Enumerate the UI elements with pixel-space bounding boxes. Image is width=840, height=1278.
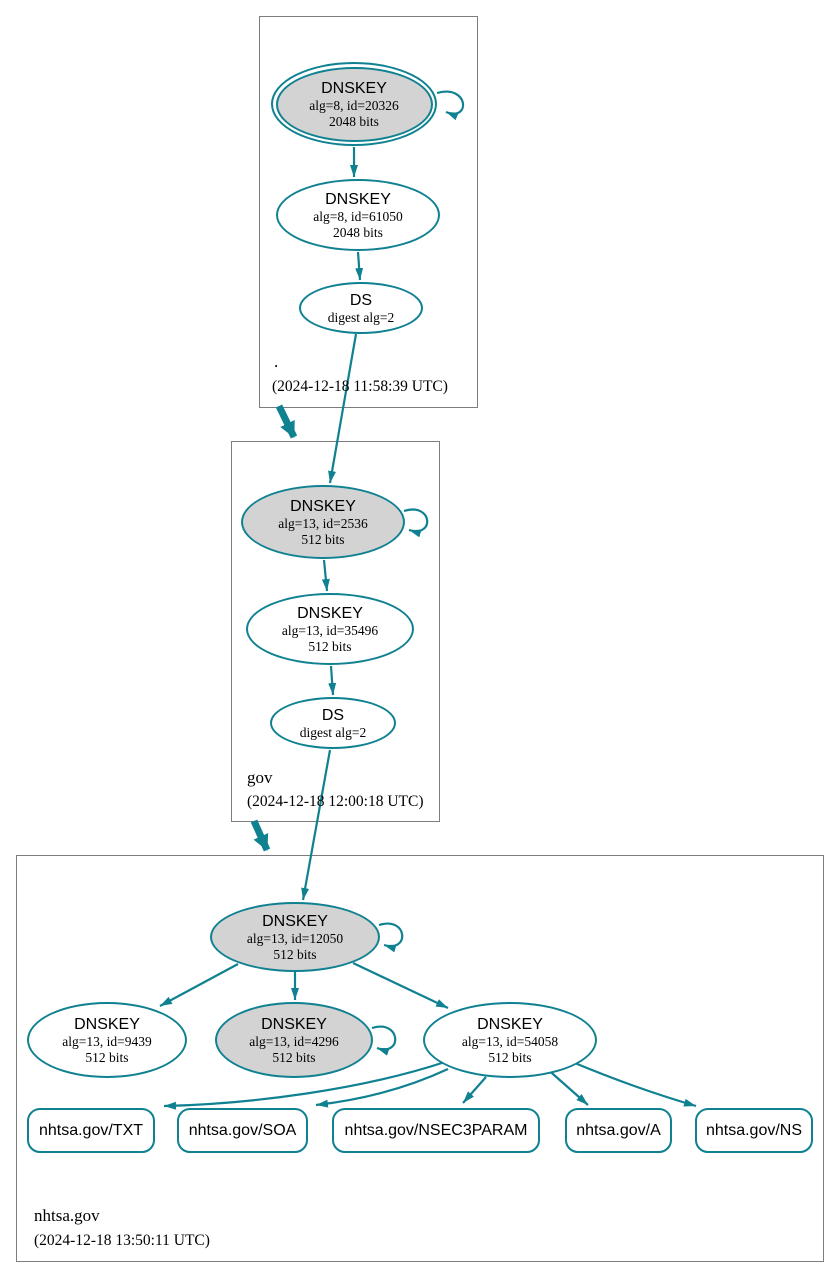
dnskey-54058-node: DNSKEY alg=13, id=54058 512 bits	[423, 1002, 597, 1078]
dnskey-bits: 512 bits	[488, 1049, 532, 1065]
rrset-nhtsa-txt: nhtsa.gov/TXT	[27, 1108, 155, 1153]
rrset-label: nhtsa.gov/NS	[705, 1121, 803, 1139]
rrset-label: nhtsa.gov/SOA	[188, 1121, 297, 1139]
dnskey-bits: 512 bits	[272, 1049, 316, 1065]
dnskey-9439-node: DNSKEY alg=13, id=9439 512 bits	[27, 1002, 187, 1078]
dnskey-title: DNSKEY	[297, 604, 363, 622]
edge-root-to-gov-delegation	[275, 404, 298, 439]
dnskey-bits: 512 bits	[85, 1049, 129, 1065]
dnskey-alg-id: alg=8, id=61050	[313, 208, 403, 224]
dnskey-title: DNSKEY	[325, 190, 391, 208]
zone-timestamp-nhtsa: (2024-12-18 13:50:11 UTC)	[34, 1232, 210, 1249]
dnskey-alg-id: alg=13, id=2536	[278, 515, 368, 531]
dnskey-alg-id: alg=8, id=20326	[309, 97, 399, 113]
dnskey-title: DNSKEY	[261, 1015, 327, 1033]
rrset-nhtsa-soa: nhtsa.gov/SOA	[177, 1108, 308, 1153]
edge-gov-to-nhtsa-delegation	[250, 819, 271, 852]
ds-root-node: DS digest alg=2	[299, 282, 423, 334]
dnskey-2536-node: DNSKEY alg=13, id=2536 512 bits	[241, 485, 405, 559]
dnskey-bits: 2048 bits	[329, 113, 379, 129]
dnskey-20326-node: DNSKEY alg=8, id=20326 2048 bits	[271, 62, 437, 146]
dnskey-alg-id: alg=13, id=4296	[249, 1033, 339, 1049]
zone-timestamp-gov: (2024-12-18 12:00:18 UTC)	[247, 793, 424, 810]
dnskey-alg-id: alg=13, id=54058	[461, 1033, 559, 1049]
rrset-label: nhtsa.gov/NSEC3PARAM	[344, 1121, 528, 1139]
ds-title: DS	[349, 291, 373, 309]
rrset-label: nhtsa.gov/TXT	[38, 1121, 144, 1139]
dnskey-alg-id: alg=13, id=35496	[281, 622, 379, 638]
ds-title: DS	[321, 706, 345, 724]
dnskey-title: DNSKEY	[262, 912, 328, 930]
dnskey-bits: 512 bits	[273, 946, 317, 962]
dnskey-title: DNSKEY	[321, 79, 387, 97]
dnskey-title: DNSKEY	[290, 497, 356, 515]
rrset-label: nhtsa.gov/A	[576, 1121, 661, 1139]
rrset-nhtsa-nsec3param: nhtsa.gov/NSEC3PARAM	[332, 1108, 540, 1153]
dnskey-bits: 2048 bits	[333, 224, 383, 240]
dnskey-title: DNSKEY	[74, 1015, 140, 1033]
dnskey-title: DNSKEY	[477, 1015, 543, 1033]
dnskey-61050-node: DNSKEY alg=8, id=61050 2048 bits	[276, 179, 440, 251]
zone-label-gov: gov	[247, 768, 273, 787]
zone-label-nhtsa: nhtsa.gov	[34, 1206, 100, 1225]
rrset-nhtsa-ns: nhtsa.gov/NS	[695, 1108, 813, 1153]
dnskey-alg-id: alg=13, id=12050	[246, 930, 344, 946]
dnskey-12050-node: DNSKEY alg=13, id=12050 512 bits	[210, 902, 380, 972]
ds-digest: digest alg=2	[299, 724, 367, 740]
zone-box-root	[259, 16, 478, 408]
dnskey-bits: 512 bits	[301, 531, 345, 547]
dnskey-bits: 512 bits	[308, 638, 352, 654]
zone-box-nhtsa	[16, 855, 824, 1262]
zone-timestamp-root: (2024-12-18 11:58:39 UTC)	[272, 378, 448, 395]
ds-digest: digest alg=2	[327, 309, 395, 325]
dnskey-alg-id: alg=13, id=9439	[62, 1033, 152, 1049]
zone-label-root: .	[274, 352, 279, 371]
dnskey-35496-node: DNSKEY alg=13, id=35496 512 bits	[246, 593, 414, 665]
rrset-nhtsa-a: nhtsa.gov/A	[565, 1108, 672, 1153]
dnskey-4296-node: DNSKEY alg=13, id=4296 512 bits	[215, 1002, 373, 1078]
ds-gov-node: DS digest alg=2	[270, 697, 396, 749]
